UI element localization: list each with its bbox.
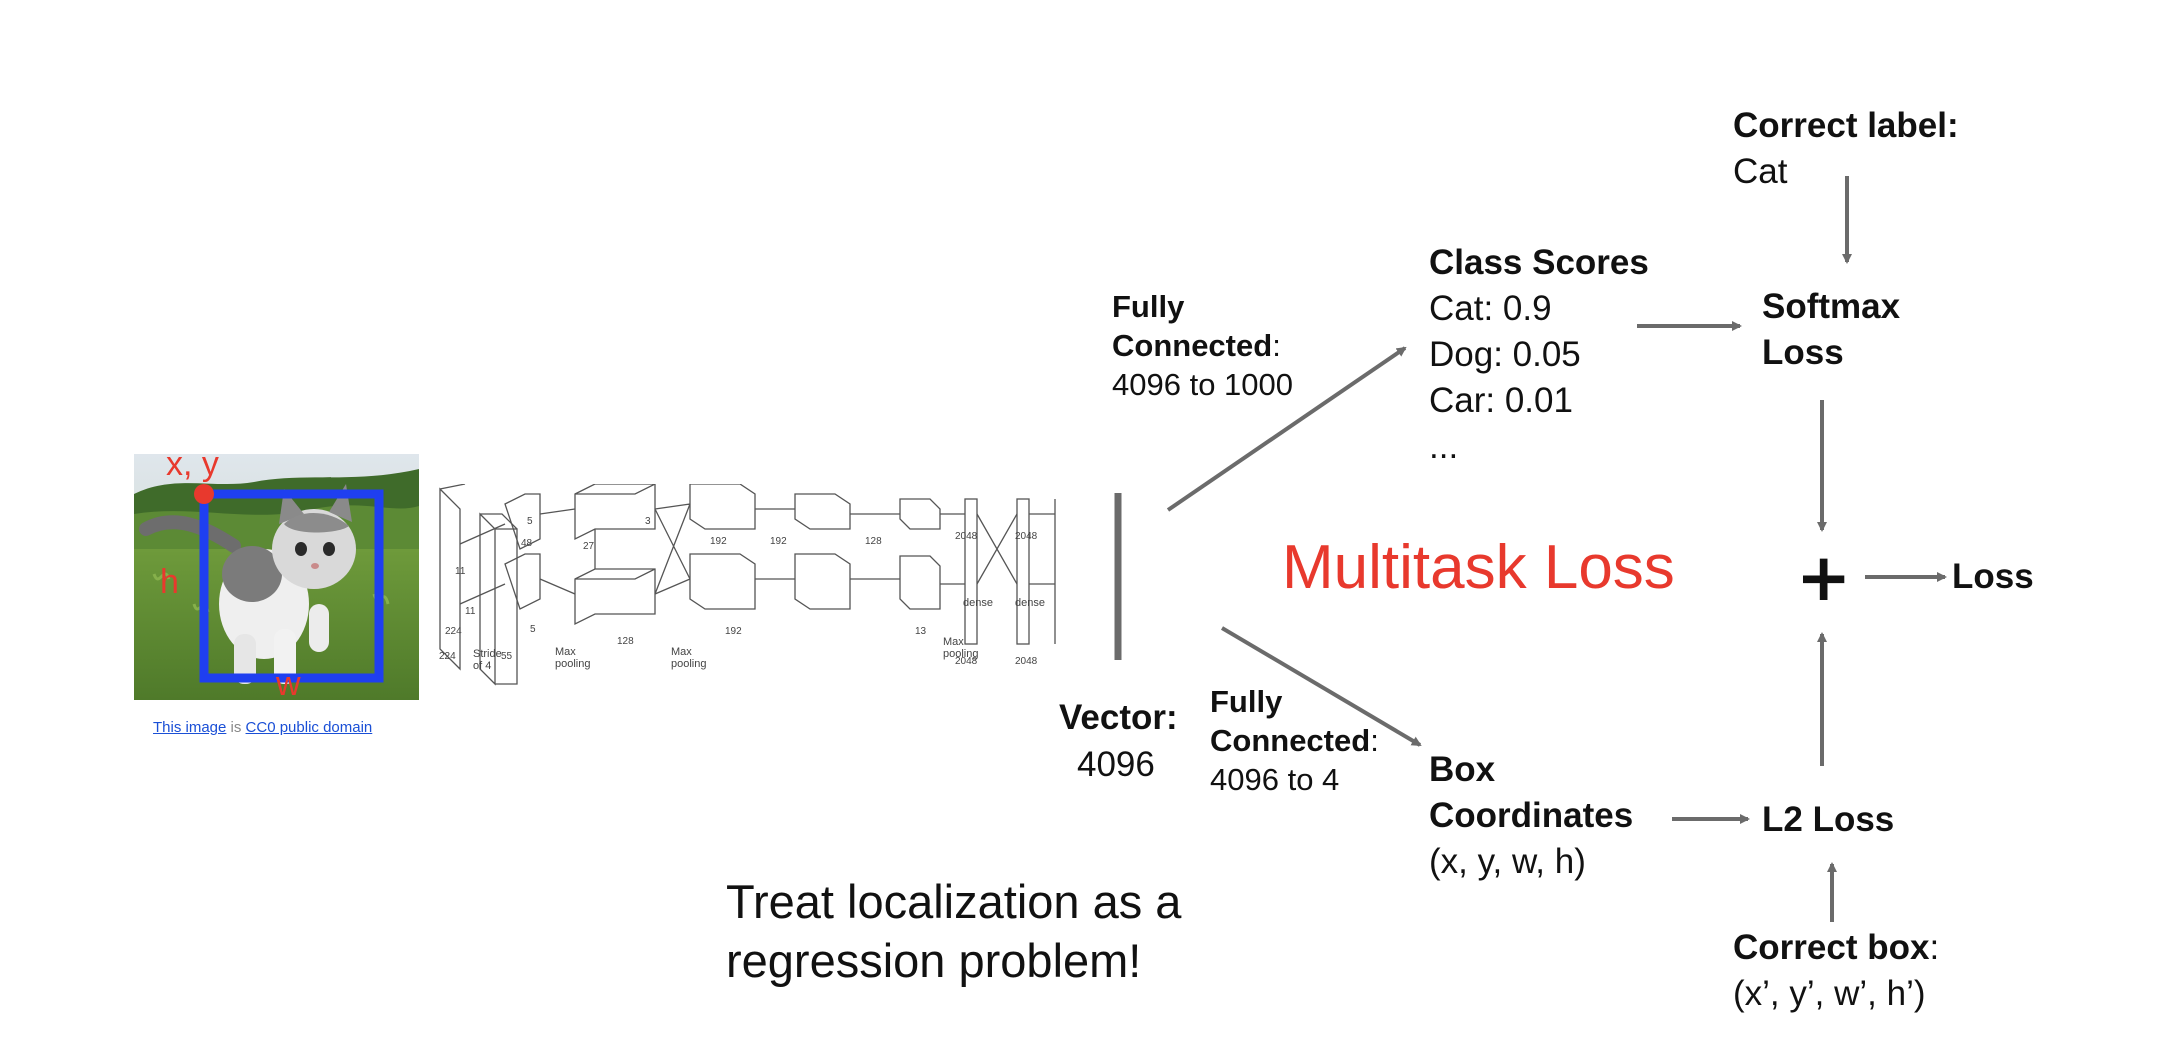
- credit-mid: is: [226, 719, 246, 736]
- class-score-item: ...: [1429, 427, 1459, 466]
- l2-loss: L2 Loss: [1762, 800, 1895, 839]
- credit-link-license[interactable]: CC0 public domain: [245, 719, 373, 736]
- svg-text:11: 11: [465, 606, 476, 617]
- box-coordinates: Box Coordinates (x, y, w, h): [1429, 747, 1633, 885]
- cnn-pool-label-3: Max pooling: [943, 636, 979, 660]
- svg-text:3: 3: [645, 516, 651, 527]
- correct-box-colon: :: [1929, 928, 1940, 967]
- plus-sign: +: [1796, 539, 1852, 616]
- correct-box-value: (x’, y’, w’, h’): [1733, 974, 1926, 1013]
- svg-text:27: 27: [583, 541, 595, 552]
- class-score-item: Cat: 0.9: [1429, 289, 1552, 328]
- class-score-item: Car: 0.01: [1429, 381, 1573, 420]
- correct-label-value: Cat: [1733, 152, 1788, 191]
- fc-bottom-line1: Fully: [1210, 684, 1283, 719]
- correct-box: Correct box: (x’, y’, w’, h’): [1733, 925, 1939, 1017]
- svg-text:11: 11: [455, 566, 466, 577]
- label-h: h: [160, 563, 179, 601]
- cnn-dense-label-1: dense: [963, 597, 993, 609]
- fc-bottom-line2: Connected: [1210, 723, 1371, 758]
- svg-text:2048: 2048: [955, 531, 978, 542]
- cnn-diagram: 224 224 11 11 48 55 5 5 27 128 3 192 192…: [439, 483, 1056, 686]
- cat-image: x, y h w: [134, 446, 419, 703]
- box-coords-detail: (x, y, w, h): [1429, 842, 1586, 881]
- svg-text:224: 224: [445, 626, 462, 637]
- cnn-pool-label-2: Max pooling: [671, 646, 707, 670]
- svg-text:5: 5: [527, 516, 533, 527]
- caption-line1: Treat localization as a: [726, 875, 1182, 928]
- vector-value: 4096: [1077, 745, 1155, 784]
- svg-text:128: 128: [617, 636, 634, 647]
- svg-text:192: 192: [770, 536, 787, 547]
- svg-text:192: 192: [710, 536, 727, 547]
- arrow-fc-top: [1166, 346, 1407, 512]
- svg-text:13: 13: [915, 626, 927, 637]
- correct-box-title: Correct box: [1733, 928, 1930, 967]
- class-scores: Class Scores Cat: 0.9 Dog: 0.05 Car: 0.0…: [1429, 240, 1649, 470]
- softmax-loss: Softmax Loss: [1762, 284, 1900, 376]
- svg-text:2048: 2048: [1015, 656, 1038, 667]
- class-scores-title: Class Scores: [1429, 243, 1649, 282]
- cat-photo-illustration: [134, 454, 419, 700]
- fc-top-label: Fully Connected: 4096 to 1000: [1112, 287, 1293, 404]
- svg-text:55: 55: [501, 651, 513, 662]
- label-w: w: [276, 665, 301, 703]
- fc-top-colon: :: [1272, 328, 1281, 363]
- cnn-dense-label-2: dense: [1015, 597, 1045, 609]
- arrow-fc-bottom: [1220, 626, 1422, 747]
- class-score-item: Dog: 0.05: [1429, 335, 1581, 374]
- fc-bottom-detail: 4096 to 4: [1210, 762, 1340, 797]
- total-loss: Loss: [1952, 557, 2034, 596]
- vector-title: Vector:: [1059, 698, 1178, 737]
- svg-text:48: 48: [521, 538, 533, 549]
- fc-top-detail: 4096 to 1000: [1112, 367, 1294, 402]
- box-coords-line2: Coordinates: [1429, 796, 1634, 835]
- fc-bottom-label: Fully Connected: 4096 to 4: [1210, 682, 1379, 799]
- correct-label: Correct label: Cat: [1733, 103, 1959, 195]
- svg-text:2048: 2048: [1015, 531, 1038, 542]
- cnn-pool-label-1: Max pooling: [555, 646, 591, 670]
- fc-bottom-colon: :: [1370, 723, 1379, 758]
- credit-link-image[interactable]: This image: [153, 719, 227, 736]
- svg-text:5: 5: [530, 624, 536, 635]
- softmax-line2: Loss: [1762, 333, 1844, 372]
- cnn-stride-label: Stride of 4: [473, 648, 502, 672]
- fc-top-line1: Fully: [1112, 289, 1185, 324]
- svg-text:192: 192: [725, 626, 742, 637]
- softmax-line1: Softmax: [1762, 287, 1901, 326]
- caption: Treat localization as a regression probl…: [726, 872, 1181, 990]
- caption-line2: regression problem!: [726, 934, 1142, 987]
- cnn-architecture: 224 224 11 11 48 55 5 5 27 128 3 192 192…: [435, 483, 1065, 694]
- label-xy: x, y: [166, 445, 219, 483]
- box-coords-line1: Box: [1429, 750, 1496, 789]
- svg-text:128: 128: [865, 536, 882, 547]
- image-credit: This image is CC0 public domain: [153, 719, 372, 736]
- svg-text:2048: 2048: [955, 656, 978, 667]
- multitask-loss-title: Multitask Loss: [1282, 533, 1675, 602]
- svg-text:224: 224: [439, 651, 456, 662]
- correct-label-title: Correct label:: [1733, 106, 1959, 145]
- fc-top-line2: Connected: [1112, 328, 1273, 363]
